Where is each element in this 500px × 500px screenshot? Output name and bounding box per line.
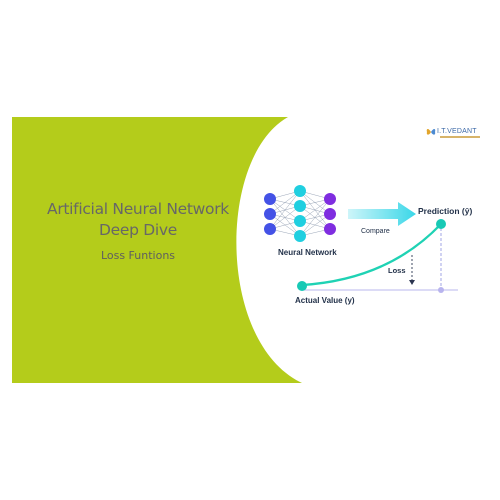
- diagram-svg: Neural Network Compare Prediction (ŷ) Lo…: [264, 185, 472, 305]
- hidden-node: [294, 230, 306, 242]
- prediction-point: [436, 219, 446, 229]
- butterfly-icon: [426, 128, 436, 135]
- logo-tagline: [440, 136, 480, 138]
- hidden-node: [294, 185, 306, 197]
- output-node: [324, 208, 336, 220]
- neural-network-label: Neural Network: [278, 248, 337, 257]
- input-node: [264, 208, 276, 220]
- compare-label: Compare: [361, 228, 390, 235]
- baseline-point: [438, 287, 444, 293]
- output-node: [324, 193, 336, 205]
- slide-title-line-2: Deep Dive: [98, 221, 178, 239]
- hidden-node: [294, 215, 306, 227]
- slide-title-line-1: Artificial Neural Network: [47, 200, 229, 218]
- prediction-label: Prediction (ŷ): [418, 206, 472, 216]
- input-node: [264, 223, 276, 235]
- title-block: Artificial Neural Network Deep Dive Loss…: [12, 199, 264, 264]
- logo-text: I.T.VEDANT: [437, 128, 477, 135]
- input-node: [264, 193, 276, 205]
- hidden-node: [294, 200, 306, 212]
- actual-point: [297, 281, 307, 291]
- company-logo: I.T.VEDANT: [426, 127, 484, 143]
- network-connections: [269, 190, 331, 237]
- output-node: [324, 223, 336, 235]
- loss-diagram: Neural Network Compare Prediction (ŷ) Lo…: [250, 172, 488, 332]
- output-layer: [324, 193, 336, 235]
- hidden-layer: [294, 185, 306, 242]
- loss-label: Loss: [388, 266, 406, 275]
- compare-arrow-icon: [348, 202, 416, 226]
- actual-value-label: Actual Value (y): [295, 296, 355, 305]
- loss-curve: [301, 223, 442, 287]
- green-curved-panel: [12, 117, 302, 383]
- slide: Artificial Neural Network Deep Dive Loss…: [12, 117, 488, 383]
- input-layer: [264, 193, 276, 235]
- slide-subtitle: Loss Funtions: [100, 249, 176, 262]
- loss-arrowhead-icon: [409, 280, 415, 285]
